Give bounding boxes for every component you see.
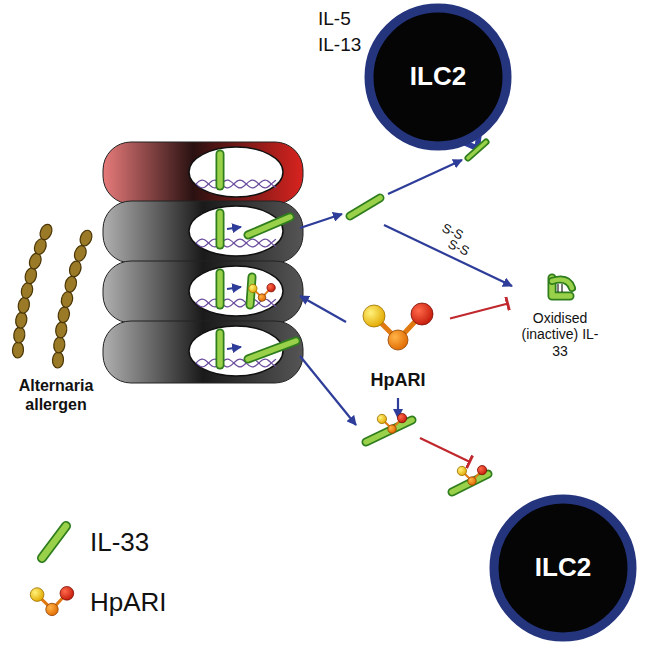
ilc2-cell: ILC2 (489, 494, 637, 642)
il33-symbol (22, 520, 82, 564)
cytokine-label: IL-13 (318, 34, 361, 57)
legend-text: HpARI (90, 587, 167, 618)
molecule-label: Oxidised (inactive) IL-33 (518, 310, 602, 362)
oxidised-il33: Oxidised (inactive) IL-33 (508, 272, 612, 362)
cell-label: ILC2 (535, 552, 591, 583)
hpari-molecule: HpARI (346, 298, 450, 394)
cytokine-label: IL-5 (318, 8, 351, 31)
legend-entry: HpARI (22, 580, 167, 624)
legend-entry: IL-33 (22, 520, 149, 564)
allergen-label: Alternaria allergen (4, 376, 108, 414)
molecule-label: HpARI (371, 370, 426, 394)
cell-label: ILC2 (410, 61, 466, 92)
hpari-symbol (22, 580, 82, 624)
legend-text: IL-33 (90, 527, 149, 558)
inhibition-line (450, 303, 508, 318)
ilc2-cell: ILC2 (364, 3, 512, 151)
